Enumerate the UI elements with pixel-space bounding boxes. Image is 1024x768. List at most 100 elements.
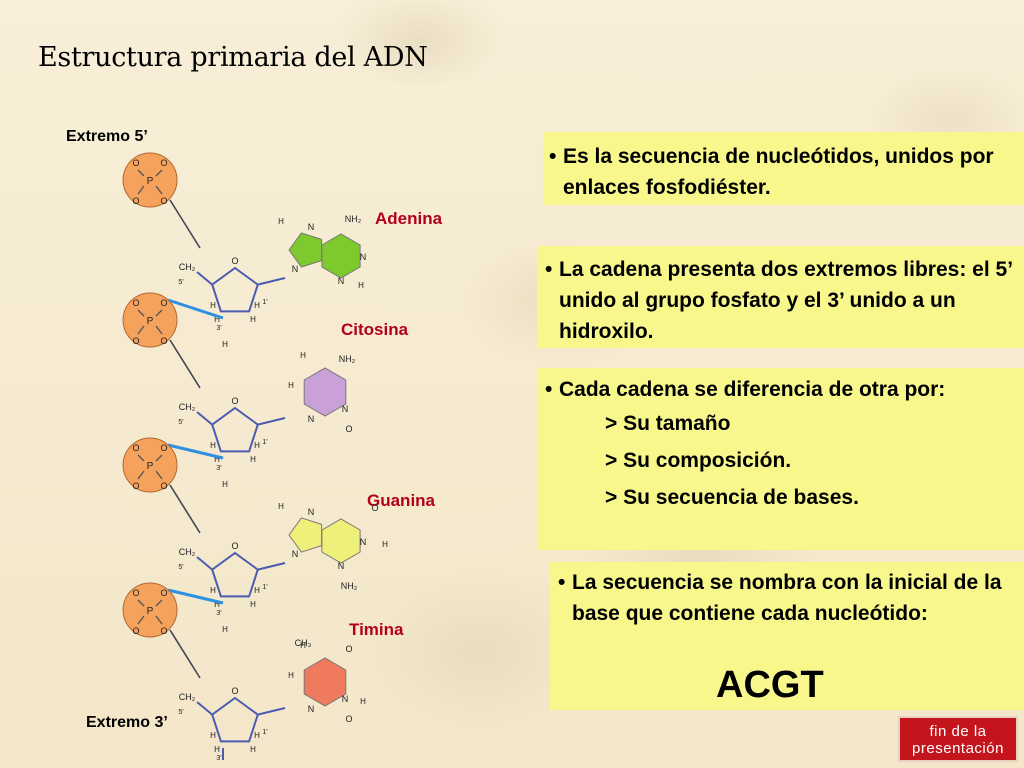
hydrogen-atom: H bbox=[254, 301, 260, 310]
bullet: • bbox=[545, 258, 553, 281]
glycosidic-bond bbox=[257, 562, 286, 571]
hydrogen-atom: H bbox=[222, 340, 228, 349]
sub-marker: ˃ bbox=[605, 412, 618, 435]
nitrogen-atom: N bbox=[292, 549, 299, 559]
oxygen-atom: O bbox=[345, 424, 352, 434]
sub-item: ˃ Su secuencia de bases. bbox=[545, 479, 1014, 516]
hydrogen-atom: H bbox=[222, 625, 228, 634]
bond-line bbox=[155, 309, 163, 317]
oxygen-atom: O bbox=[160, 626, 167, 636]
bond-line bbox=[137, 169, 145, 177]
info-box-differences: • Cada cadena se diferencia de otra por:… bbox=[537, 368, 1024, 550]
bullet: • bbox=[549, 145, 557, 168]
hydrogen-atom: H bbox=[288, 381, 294, 390]
bond-line bbox=[155, 599, 163, 607]
hydrogen-atom: H bbox=[278, 502, 284, 511]
carbon-1-label: 1' bbox=[262, 584, 267, 591]
sub-marker: ˃ bbox=[605, 486, 618, 509]
hydrogen-atom: H bbox=[254, 586, 260, 595]
pyrimidine-ring bbox=[303, 367, 347, 417]
deoxyribose-ring bbox=[211, 551, 259, 598]
nitrogen-atom: N bbox=[360, 537, 367, 547]
phosphodiester-bond bbox=[169, 339, 201, 389]
amino-group: NH₂ bbox=[341, 581, 358, 591]
ch2-group: CH₂ bbox=[179, 262, 196, 272]
bond-line bbox=[137, 470, 145, 480]
bond-line bbox=[137, 185, 145, 195]
sugar-oxygen: O bbox=[231, 541, 238, 551]
pyrimidine-ring bbox=[303, 657, 347, 707]
nitrogen-atom: N bbox=[338, 276, 345, 286]
bond-line bbox=[155, 325, 163, 335]
nitrogen-atom: N bbox=[338, 561, 345, 571]
oxygen-atom: O bbox=[160, 443, 167, 453]
oxygen-atom: O bbox=[371, 503, 378, 513]
oxygen-atom: O bbox=[132, 336, 139, 346]
carbon-3-label: 3' bbox=[216, 755, 221, 760]
bond-line bbox=[196, 556, 213, 571]
end-presentation-button[interactable]: fin de la presentación bbox=[898, 716, 1018, 762]
hydrogen-atom: H bbox=[288, 671, 294, 680]
bond-line bbox=[155, 454, 163, 462]
info-box-sequence: • Es la secuencia de nucleótidos, unidos… bbox=[543, 132, 1024, 205]
ch2-group: CH₂ bbox=[179, 547, 196, 557]
end-3-label: Extremo 3’ bbox=[86, 714, 168, 731]
hydrogen-atom: H bbox=[222, 480, 228, 489]
oxygen-atom: O bbox=[132, 298, 139, 308]
nitrogen-atom: N bbox=[342, 404, 349, 414]
ch2-group: CH₂ bbox=[179, 692, 196, 702]
oxygen-atom: O bbox=[132, 588, 139, 598]
bullet: • bbox=[545, 378, 553, 401]
deoxyribose-ring bbox=[211, 696, 259, 743]
phosphate-circle bbox=[122, 292, 178, 348]
info-text: La secuencia se nombra con la inicial de… bbox=[572, 571, 1002, 625]
oxygen-atom: O bbox=[132, 481, 139, 491]
sub-text: Su composición. bbox=[623, 449, 792, 472]
sugar-oxygen: O bbox=[231, 396, 238, 406]
hydrogen-atom: H bbox=[254, 441, 260, 450]
hydrogen-atom: H bbox=[214, 745, 220, 754]
carbon-3-label: 3' bbox=[216, 465, 221, 472]
deoxyribose-ring bbox=[211, 266, 259, 313]
phosphorus-atom: P bbox=[147, 461, 154, 472]
hydrogen-atom: H bbox=[214, 455, 220, 464]
nitrogen-atom: N bbox=[308, 704, 315, 714]
carbon-5-label: 5' bbox=[178, 709, 183, 716]
nitrogen-atom: N bbox=[308, 414, 315, 424]
hydrogen-atom: H bbox=[358, 281, 364, 290]
phosphodiester-bond bbox=[169, 629, 201, 679]
phosphodiester-link bbox=[167, 298, 224, 320]
carbon-5-label: 5' bbox=[178, 564, 183, 571]
carbon-3-label: 3' bbox=[216, 610, 221, 617]
hydrogen-atom: H bbox=[210, 586, 216, 595]
glycosidic-bond bbox=[257, 417, 286, 426]
carbon-3-label: 3' bbox=[216, 325, 221, 332]
phosphodiester-bond bbox=[169, 484, 201, 534]
hydrogen-atom: H bbox=[360, 697, 366, 706]
oxygen-atom: O bbox=[132, 443, 139, 453]
sub-item: ˃ Su tamaño bbox=[545, 405, 1014, 442]
hydrogen-atom: H bbox=[210, 301, 216, 310]
phosphorus-atom: P bbox=[147, 176, 154, 187]
hydrogen-atom: H bbox=[250, 455, 256, 464]
carbon-1-label: 1' bbox=[262, 729, 267, 736]
hydrogen-atom: H bbox=[214, 315, 220, 324]
phosphate-circle bbox=[122, 437, 178, 493]
info-text: La cadena presenta dos extremos libres: … bbox=[559, 258, 1012, 343]
sugar-oxygen: O bbox=[231, 686, 238, 696]
oxygen-atom: O bbox=[160, 588, 167, 598]
nitrogen-atom: N bbox=[292, 264, 299, 274]
info-box-naming: • La secuencia se nombra con la inicial … bbox=[550, 562, 1024, 710]
phosphate-circle bbox=[122, 152, 178, 208]
hydrogen-atom: H bbox=[300, 351, 306, 360]
nitrogen-atom: N bbox=[360, 252, 367, 262]
oxygen-atom: O bbox=[160, 196, 167, 206]
phosphodiester-link bbox=[167, 443, 224, 460]
sequence-acgt: ACGT bbox=[716, 664, 824, 706]
glycosidic-bond bbox=[257, 707, 286, 716]
bond-line bbox=[155, 185, 163, 195]
oxygen-atom: O bbox=[160, 298, 167, 308]
phosphodiester-link bbox=[167, 588, 224, 605]
oxygen-atom: O bbox=[345, 644, 352, 654]
